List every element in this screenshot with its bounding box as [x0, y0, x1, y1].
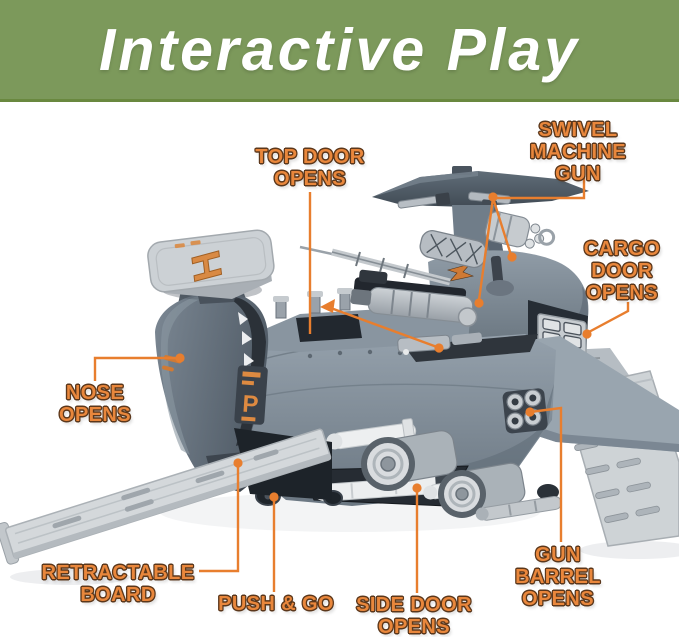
nose-p-marking: P [241, 391, 259, 419]
connector-cargo-door [586, 302, 630, 335]
gun-barrel-pod [502, 388, 548, 434]
connector-swivel-branch-1 [491, 197, 513, 256]
retractable-board [0, 428, 332, 565]
wing-missiles-and-engines [326, 418, 562, 521]
deck-machine-gun [350, 269, 478, 327]
connector-nose [93, 356, 180, 381]
callout-gun-barrel: GUN BARREL OPENS [515, 544, 601, 610]
callout-swivel-machine-gun: SWIVEL MACHINE GUN [529, 119, 627, 185]
shark-mouth-decal [228, 296, 266, 446]
connector-retractable-board [199, 464, 240, 573]
callout-top-door: TOP DOOR OPENS [255, 146, 365, 190]
engine-turbine-icon [438, 462, 526, 518]
callout-nose: NOSE OPENS [58, 382, 132, 426]
banner-title: Interactive Play [99, 16, 580, 83]
helipad: H [147, 229, 275, 304]
nose-p-badge: P [234, 365, 268, 425]
title-banner: Interactive Play [0, 0, 679, 102]
connector-swivel-gun [496, 168, 586, 200]
connector-swivel-branch-2 [477, 197, 495, 301]
callout-push-go: PUSH & GO [218, 593, 334, 615]
callout-retractable-board: RETRACTABLE BOARD [41, 562, 195, 606]
silver-rocket-icon [475, 495, 562, 521]
connector-top-door-diagonal [327, 305, 438, 349]
top-door-arrowhead [320, 299, 335, 313]
engine-turbine-icon [361, 430, 458, 491]
callout-side-door: SIDE DOOR OPENS [356, 594, 472, 637]
connector-gun-barrel [529, 406, 563, 542]
callout-cargo-door: CARGO DOOR OPENS [583, 238, 661, 304]
top-door-opening [296, 314, 362, 342]
tail-gun-left-icon [397, 192, 451, 209]
connector-dots [175, 192, 592, 502]
